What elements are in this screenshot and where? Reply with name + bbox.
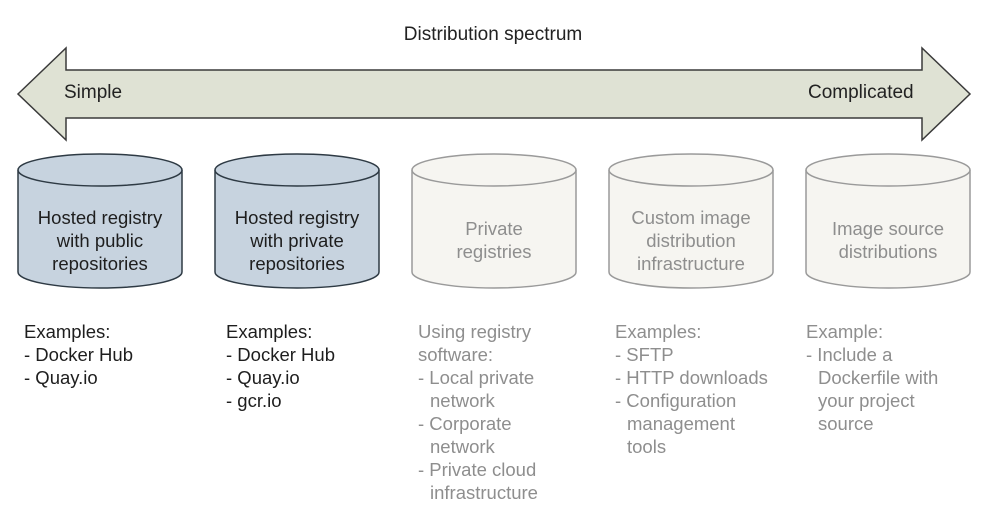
stage-notes-item: - Docker Hub xyxy=(226,344,335,365)
stage-notes-heading: Examples: xyxy=(615,321,702,342)
stage-cylinder-1 xyxy=(17,153,183,289)
stage-notes-item: - Configuration management tools xyxy=(615,390,737,457)
stage-notes-2: Examples:- Docker Hub- Quay.io- gcr.io xyxy=(226,320,335,412)
diagram-title: Distribution spectrum xyxy=(403,24,583,45)
cylinder-top xyxy=(805,153,971,187)
stage-label-line: repositories xyxy=(52,252,148,274)
stage-label-line: Custom image xyxy=(631,206,751,228)
cylinder-top xyxy=(608,153,774,187)
stage-label-line: repositories xyxy=(249,252,345,274)
stage-notes-item: - SFTP xyxy=(615,344,674,365)
stage-notes-item: - Quay.io xyxy=(226,367,300,388)
cylinder-top xyxy=(17,153,183,187)
stage-notes-item: - Local private network xyxy=(418,367,535,411)
stage-label-line: distributions xyxy=(838,241,938,262)
stage-cylinder-3 xyxy=(411,153,577,289)
stage-notes-heading: Using registry software: xyxy=(418,321,532,365)
stage-notes-item: - Include a Dockerfile with your project… xyxy=(806,344,939,434)
stage-notes-4: Examples:- SFTP- HTTP downloads- Configu… xyxy=(615,320,768,458)
cylinder-body xyxy=(805,170,971,289)
stage-notes-item: - Private cloud infrastructure xyxy=(418,459,538,503)
stage-notes-item: - Corporate network xyxy=(418,413,512,457)
stage-label-line: Private xyxy=(465,218,523,239)
stage-cylinder-2 xyxy=(214,153,380,289)
stage-notes-5: Example:- Include a Dockerfile with your… xyxy=(806,320,938,435)
stage-label-line: infrastructure xyxy=(637,252,745,274)
stage-label-line: with public xyxy=(56,229,144,251)
stage-notes-1: Examples:- Docker Hub- Quay.io xyxy=(24,320,133,389)
cylinder-body xyxy=(608,170,774,289)
stage-notes-heading: Examples: xyxy=(24,321,111,342)
stage-label-line: Hosted registry xyxy=(37,206,163,228)
stage-notes-item: - HTTP downloads xyxy=(615,367,768,388)
stage-label-line: distribution xyxy=(646,229,736,251)
cylinder-top xyxy=(411,153,577,187)
spectrum-arrow xyxy=(16,46,972,142)
stage-notes-3: Using registry software:- Local private … xyxy=(418,320,538,504)
stage-label-line: registries xyxy=(456,241,532,262)
arrow-label-complicated: Complicated xyxy=(808,82,914,103)
stage-notes-heading: Example: xyxy=(806,321,884,342)
stage-notes-item: - gcr.io xyxy=(226,390,282,411)
cylinder-top xyxy=(214,153,380,187)
cylinder-body xyxy=(17,170,183,289)
cylinder-body xyxy=(214,170,380,289)
stage-label-line: with private xyxy=(250,229,344,251)
stage-label-line: Hosted registry xyxy=(234,206,360,228)
stage-cylinder-4 xyxy=(608,153,774,289)
arrow-label-simple: Simple xyxy=(64,82,123,103)
stage-notes-item: - Quay.io xyxy=(24,367,98,388)
cylinder-body xyxy=(411,170,577,289)
stage-notes-heading: Examples: xyxy=(226,321,313,342)
stage-notes-item: - Docker Hub xyxy=(24,344,133,365)
stage-cylinder-5 xyxy=(805,153,971,289)
stage-label-line: Image source xyxy=(831,218,945,239)
